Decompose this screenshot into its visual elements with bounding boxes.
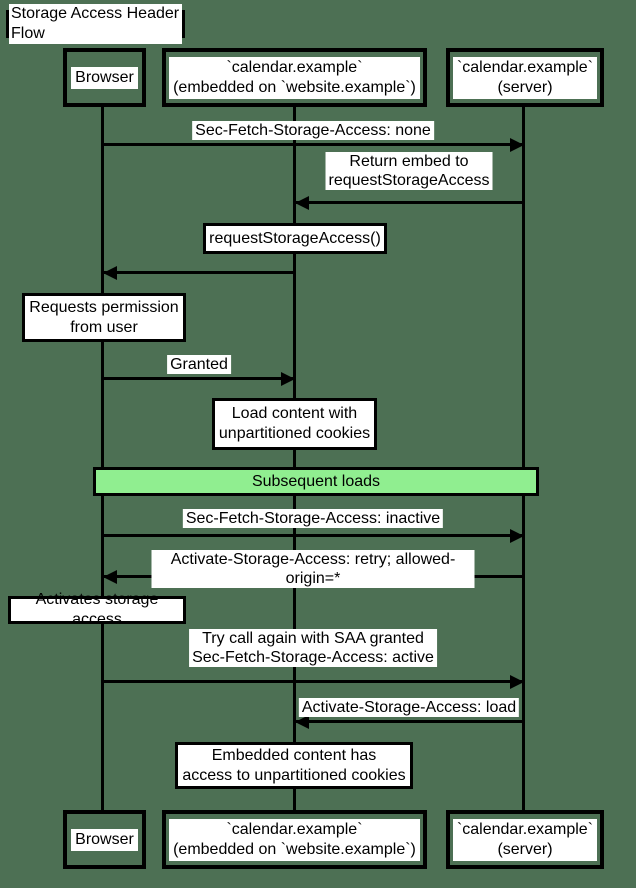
arrow-server-to-embedded-1 xyxy=(295,201,524,204)
note-activates-storage-text: Activates storage access xyxy=(35,591,159,628)
actor-browser-bottom: Browser xyxy=(63,810,146,869)
diagram-title: Storage Access Header Flow xyxy=(9,4,182,44)
arrow-browser-to-server-3 xyxy=(103,680,524,683)
lifeline-browser xyxy=(101,107,104,810)
arrow-embedded-to-browser xyxy=(103,271,295,274)
note-load-content: Load content with unpartitioned cookies xyxy=(212,398,377,450)
arrowhead-right-icon xyxy=(281,372,295,386)
actor-server-label: `calendar.example` (server) xyxy=(452,56,598,99)
note-activates-storage: Activates storage access xyxy=(8,591,186,628)
note-load-content-text: Load content with unpartitioned cookies xyxy=(218,405,371,442)
actor-server-top: `calendar.example` (server) xyxy=(446,48,604,107)
actor-embedded-bottom: `calendar.example` (embedded on `website… xyxy=(162,810,427,869)
message-asa-load: Activate-Storage-Access: load xyxy=(298,698,520,717)
arrowhead-right-icon xyxy=(510,529,524,543)
message-granted: Granted xyxy=(167,355,231,374)
lifeline-server xyxy=(522,107,525,810)
actor-embedded-label: `calendar.example` (embedded on `website… xyxy=(169,56,420,99)
note-requests-permission-text: Requests permission from user xyxy=(29,298,179,336)
message-return-embed: Return embed to requestStorageAccess xyxy=(325,152,493,190)
actor-browser-label: Browser xyxy=(71,66,138,89)
actor-browser-label: Browser xyxy=(71,828,138,851)
arrowhead-right-icon xyxy=(510,138,524,152)
message-sfsa-none: Sec-Fetch-Storage-Access: none xyxy=(192,121,434,140)
arrow-server-to-embedded-2 xyxy=(295,720,524,723)
message-sfsa-inactive: Sec-Fetch-Storage-Access: inactive xyxy=(182,509,444,528)
note-requests-permission: Requests permission from user xyxy=(22,293,186,342)
message-asa-retry: Activate-Storage-Access: retry; allowed-… xyxy=(151,550,475,588)
arrowhead-left-icon xyxy=(295,196,309,210)
arrow-browser-to-server-1 xyxy=(103,143,524,146)
arrowhead-left-icon xyxy=(103,570,117,584)
lifeline-embedded xyxy=(293,107,296,810)
arrow-browser-to-embedded xyxy=(103,377,295,380)
arrow-browser-to-server-2 xyxy=(103,534,524,537)
arrowhead-left-icon xyxy=(295,715,309,729)
note-request-storage-access-text: requestStorageAccess() xyxy=(209,229,381,247)
actor-server-label: `calendar.example` (server) xyxy=(452,818,598,861)
arrowhead-right-icon xyxy=(510,675,524,689)
note-embedded-content-text: Embedded content has access to unpartiti… xyxy=(182,746,406,784)
actor-embedded-label: `calendar.example` (embedded on `website… xyxy=(169,818,420,861)
actor-server-bottom: `calendar.example` (server) xyxy=(446,810,604,869)
divider-subsequent-loads: Subsequent loads xyxy=(93,467,539,496)
actor-browser-top: Browser xyxy=(63,48,146,107)
message-try-again: Try call again with SAA granted Sec-Fetc… xyxy=(189,629,437,667)
note-request-storage-access: requestStorageAccess() xyxy=(203,223,387,254)
note-embedded-content: Embedded content has access to unpartiti… xyxy=(175,742,413,789)
diagram-title-box: Storage Access Header Flow xyxy=(6,4,185,44)
divider-label: Subsequent loads xyxy=(251,472,381,490)
arrowhead-left-icon xyxy=(103,266,117,280)
actor-embedded-top: `calendar.example` (embedded on `website… xyxy=(162,48,427,107)
